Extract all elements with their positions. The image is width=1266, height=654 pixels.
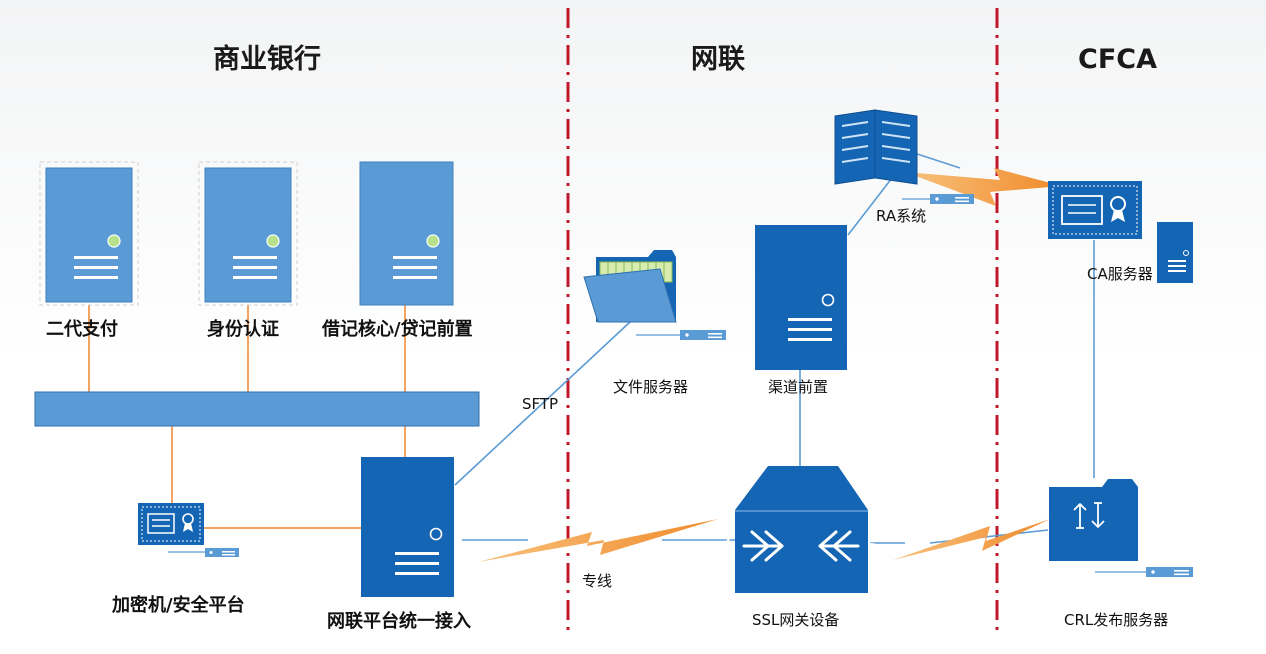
server-ca [1157, 222, 1193, 283]
label-second-gen-payment: 二代支付 [46, 319, 118, 340]
device-icon-ra-system [902, 194, 974, 204]
label-ra-system: RA系统 [876, 207, 927, 225]
certificate-icon-encryptor [138, 503, 204, 545]
certificate-icon-ca [1048, 181, 1142, 239]
router-icon-ssl-gateway [724, 466, 879, 593]
bank-bus-links [88, 305, 406, 529]
label-crl-server: CRL发布服务器 [1064, 611, 1169, 629]
label-ca-server: CA服务器 [1087, 265, 1153, 283]
label-encryptor-platform: 加密机/安全平台 [112, 595, 245, 616]
server-channel-front [755, 225, 847, 370]
label-channel-front: 渠道前置 [768, 378, 829, 396]
network-links [454, 149, 1095, 544]
server-second-gen-payment [39, 161, 139, 306]
bank-bus-bar [34, 391, 480, 427]
label-dedicated-line: 专线 [582, 572, 613, 590]
server-identity-auth [198, 161, 298, 306]
server-unionpay-access [361, 457, 454, 597]
label-identity-auth: 身份认证 [207, 319, 279, 340]
section-title-bank: 商业银行 [213, 44, 321, 75]
folder-icon-crl-server [1049, 479, 1138, 561]
label-debit-credit-front: 借记核心/贷记前置 [322, 319, 473, 340]
label-file-server: 文件服务器 [613, 378, 689, 396]
device-icon-crl-server [1095, 567, 1193, 577]
lightning-ra-ca [905, 168, 1062, 206]
lightning-dedicated-line [478, 519, 718, 562]
server-debit-credit-front [359, 161, 454, 306]
device-icon-file-server [636, 330, 726, 340]
lightning-ssl-crl [893, 519, 1050, 560]
label-ssl-gateway: SSL网关设备 [752, 611, 840, 629]
section-title-cfca: CFCA [1078, 44, 1157, 75]
label-sftp: SFTP [522, 395, 559, 413]
folder-icon-file-server [583, 250, 677, 323]
device-icon-encryptor [168, 548, 239, 557]
section-title-unionpay: 网联 [691, 44, 745, 75]
label-unionpay-access: 网联平台统一接入 [327, 611, 471, 632]
book-icon-ra-system [834, 109, 918, 185]
